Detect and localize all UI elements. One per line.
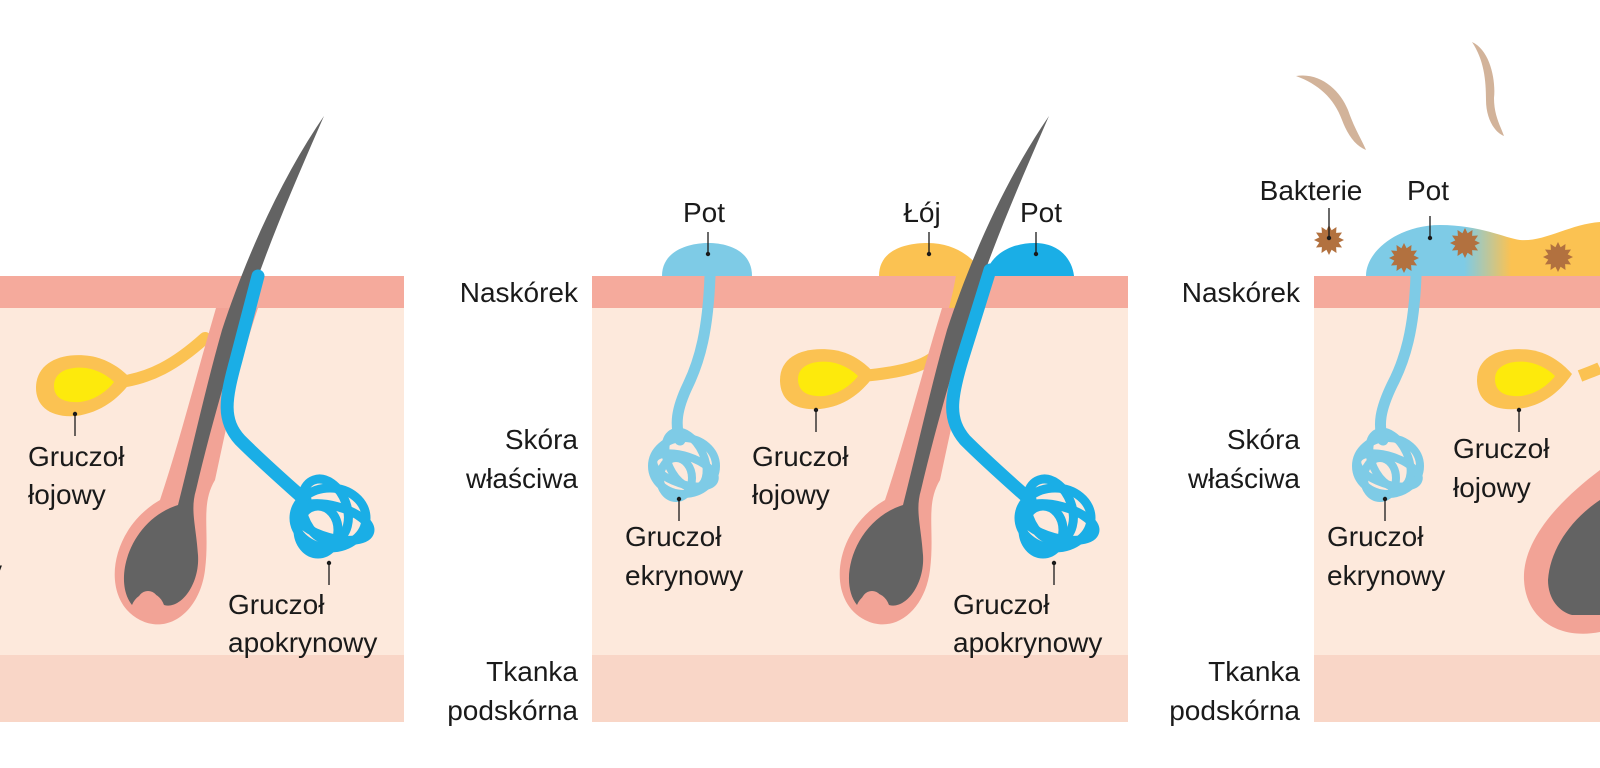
label-sebaceous-gland-line2: łojowy: [28, 479, 106, 510]
odor-wisp: [1296, 75, 1366, 150]
apocrine-gland: [220, 269, 375, 559]
leader-lines: [1384, 216, 1520, 521]
label-apocrine-gland-line2: apokrynowy: [228, 627, 377, 658]
label-eccrine-gland-line2: ekrynowy: [625, 560, 743, 591]
panel-3: Gruczoł ekrynowy Gruczoł łojowy: [1314, 216, 1600, 722]
hair-shaft: [123, 116, 324, 615]
label-sweat-eccrine: Pot: [683, 197, 725, 228]
label-eccrine-gland-line1: Gruczoł: [1327, 521, 1424, 552]
layer-label-hypodermis-line1: Tkanka: [486, 656, 578, 687]
label-apocrine-gland-line1: Gruczoł: [953, 589, 1050, 620]
hypodermis-layer: [1314, 655, 1600, 722]
bacterium-icon: [1543, 242, 1573, 272]
bacterium-icon: [1389, 243, 1419, 273]
label-eccrine-gland-line2: ekrynowy: [1327, 560, 1445, 591]
eccrine-gland: [648, 243, 752, 502]
label-sebaceous-gland-line1: Gruczoł: [1453, 433, 1550, 464]
apocrine-gland: [946, 263, 1100, 559]
hypodermis-layer: [592, 655, 1128, 722]
label-apocrine-gland-line1: Gruczoł: [228, 589, 325, 620]
odor-wisp: [1472, 42, 1504, 136]
label-sebum: Łój: [903, 197, 940, 228]
label-sebaceous-gland-line1: Gruczoł: [752, 441, 849, 472]
odor-wisps: [1296, 42, 1504, 150]
label-partial-edge: y: [0, 555, 2, 586]
label-apocrine-gland-line2: apokrynowy: [953, 627, 1102, 658]
label-sweat-apocrine: Pot: [1020, 197, 1062, 228]
layer-label-dermis-line1: Skóra: [505, 424, 579, 455]
sebaceous-gland: [1477, 349, 1600, 410]
sebaceous-gland: [36, 332, 211, 417]
layer-label-hypodermis-line2: podskórna: [447, 695, 578, 726]
bacteria-group: [1389, 228, 1573, 273]
leader-dot-bacteria: [1326, 235, 1332, 241]
layer-label-epidermis: Naskórek: [460, 277, 579, 308]
label-bacteria: Bakterie: [1260, 175, 1363, 206]
hair-follicle: [1523, 470, 1600, 634]
layer-label-hypodermis-line2: podskórna: [1169, 695, 1300, 726]
label-sebaceous-gland-line2: łojowy: [1453, 472, 1531, 503]
sweat-sebum-mixture: [1366, 222, 1600, 276]
leader-lines: [678, 232, 1055, 585]
panel-1: Gruczoł łojowy Gruczoł apokrynowy y: [0, 116, 404, 722]
bacterium-icon: [1450, 228, 1480, 258]
label-sweat: Pot: [1407, 175, 1449, 206]
leader-lines: [74, 414, 330, 585]
apocrine-sweat-droplet: [985, 243, 1074, 276]
layer-label-epidermis: Naskórek: [1182, 277, 1301, 308]
panel-2: Gruczoł ekrynowy Gruczoł łojowy Gruczoł …: [592, 116, 1128, 722]
label-sebaceous-gland-line1: Gruczoł: [28, 441, 125, 472]
label-sebaceous-gland-line2: łojowy: [752, 479, 830, 510]
sweat-droplet: [662, 243, 752, 276]
layer-label-hypodermis-line1: Tkanka: [1208, 656, 1300, 687]
layer-label-dermis-line2: właściwa: [465, 463, 578, 494]
epidermis-layer: [1314, 276, 1600, 308]
hair-shaft: [848, 116, 1049, 615]
epidermis-layer: [0, 276, 404, 308]
sebum-droplet: [879, 243, 985, 276]
hypodermis-layer: [0, 655, 404, 722]
layer-label-dermis-line1: Skóra: [1227, 424, 1301, 455]
epidermis-layer: [592, 276, 1128, 308]
eccrine-gland: [1352, 270, 1424, 502]
label-eccrine-gland-line1: Gruczoł: [625, 521, 722, 552]
layer-label-dermis-line2: właściwa: [1187, 463, 1300, 494]
